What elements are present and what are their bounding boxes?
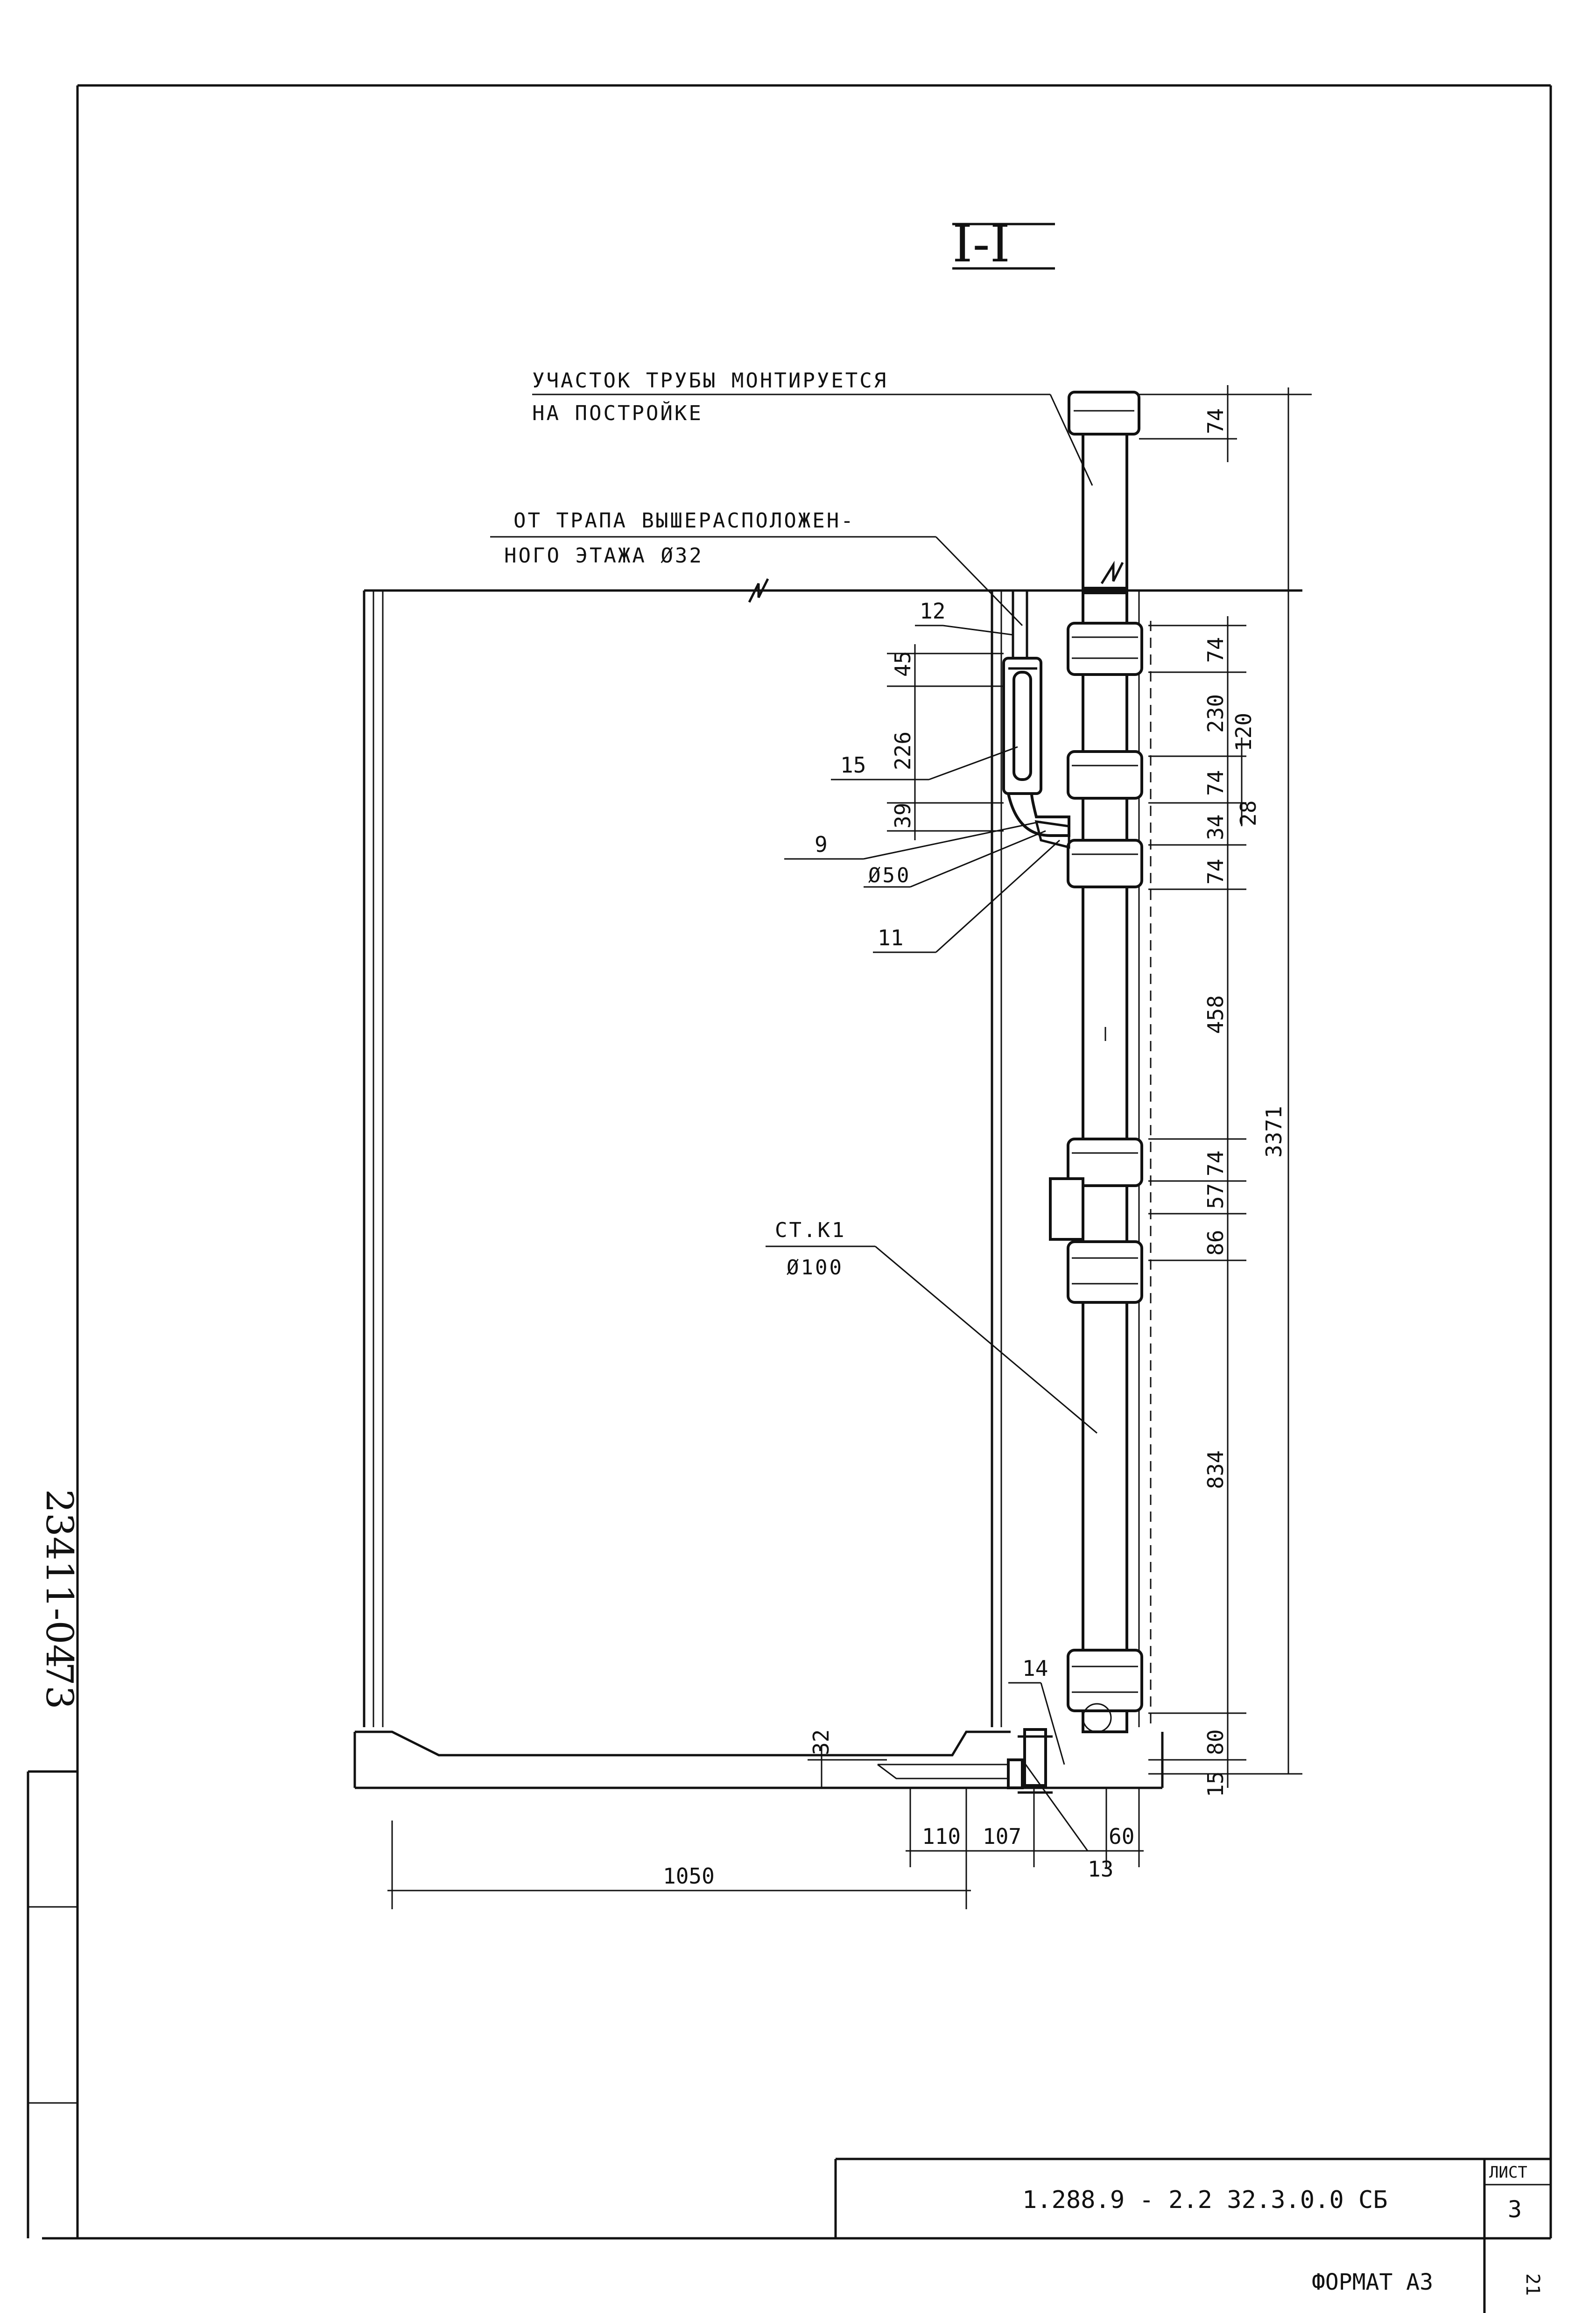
dim-458: 458	[1203, 995, 1228, 1034]
dim-57: 57	[1203, 1183, 1228, 1209]
title-block	[834, 2158, 1551, 2313]
note-d50: Ø50	[868, 864, 911, 887]
callout-13: 13	[1088, 1856, 1113, 1882]
dim-1050: 1050	[663, 1863, 715, 1889]
side-stamp-num: 73	[38, 1662, 81, 1709]
dim-107: 107	[983, 1824, 1021, 1849]
leader-lines	[490, 394, 1097, 1851]
wall-outline	[353, 589, 1302, 1789]
callout-14: 14	[1022, 1656, 1048, 1681]
dim-226: 226	[890, 731, 915, 770]
dim-74-top: 74	[1203, 408, 1228, 434]
note-pipe-site-line2: НА ПОСТРОЙКЕ	[532, 401, 703, 425]
dim-28: 28	[1236, 801, 1261, 826]
dim-74-c: 74	[1203, 770, 1228, 796]
trap-branch	[1002, 591, 1070, 849]
dim-80: 80	[1203, 1729, 1228, 1755]
note-riser-line2: Ø100	[787, 1256, 844, 1280]
note-trap-line1: ОТ ТРАПА ВЫШЕРАСПОЛОЖЕН-	[513, 509, 855, 533]
dim-110: 110	[922, 1824, 961, 1849]
break-marks	[748, 561, 1124, 603]
dim-74-b: 74	[1203, 637, 1228, 663]
dim-834: 834	[1203, 1450, 1228, 1489]
callout-15: 15	[840, 752, 866, 778]
dimension-chain-bottom	[387, 1788, 1144, 1909]
sheet-label: ЛИСТ	[1489, 2163, 1527, 2182]
floor-drain-fitting	[1007, 1728, 1053, 1794]
dim-120: 120	[1231, 713, 1256, 752]
doc-code: 1.288.9 - 2.2 32.3.0.0 СБ	[1022, 2186, 1388, 2214]
dim-39: 39	[890, 803, 915, 829]
sheet-frame	[27, 84, 1552, 2240]
dim-15: 15	[1203, 1772, 1228, 1797]
dim-3371: 3371	[1261, 1106, 1287, 1158]
dimension-chain-left	[808, 644, 1004, 1788]
dim-32: 32	[809, 1729, 834, 1755]
dimension-chain-right	[1139, 385, 1312, 1788]
callout-9: 9	[815, 832, 828, 857]
dim-60: 60	[1109, 1824, 1134, 1849]
dim-74-e: 74	[1203, 1151, 1228, 1176]
corner-mark: 21	[1522, 2273, 1543, 2296]
note-riser-line1: СТ.К1	[775, 1218, 846, 1242]
dim-86: 86	[1203, 1230, 1228, 1256]
dim-74-d: 74	[1203, 859, 1228, 885]
callout-11: 11	[878, 925, 903, 950]
format-label: ФОРМАТ А3	[1312, 2269, 1433, 2295]
side-stamp-inv: 23411-04	[38, 1489, 81, 1668]
riser-pipe	[1049, 391, 1143, 1733]
dim-230: 230	[1203, 694, 1228, 733]
dim-34: 34	[1203, 815, 1228, 840]
section-title: I-I	[952, 214, 1010, 274]
callout-12: 12	[920, 598, 945, 624]
note-trap-line2: НОГО ЭТАЖА Ø32	[504, 544, 703, 568]
note-pipe-site-line1: УЧАСТОК ТРУБЫ МОНТИРУЕТСЯ	[532, 369, 888, 393]
dim-45: 45	[890, 651, 915, 677]
sheet-number: 3	[1508, 2196, 1522, 2223]
